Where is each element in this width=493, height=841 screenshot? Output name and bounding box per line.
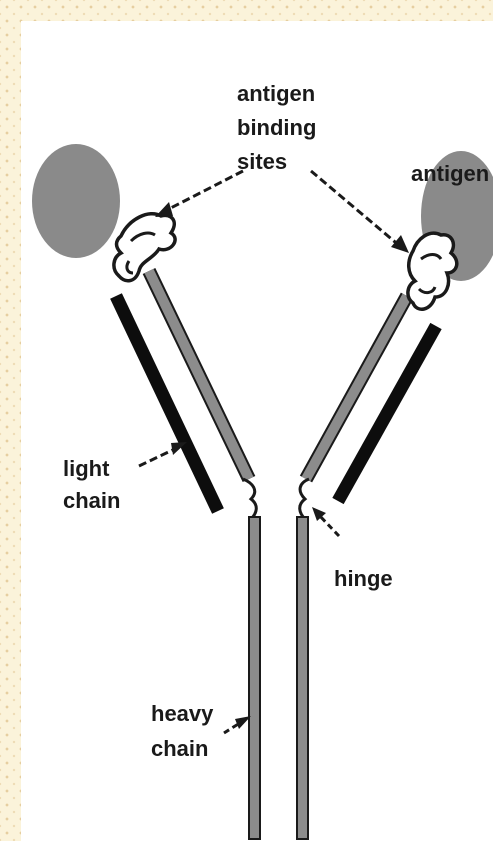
arrow-binding-left [161,171,243,213]
heavy-chain-stem-right [297,517,308,839]
label-binding-sites-line1: antigen [237,81,315,106]
label-light-chain-line1: light [63,456,110,481]
diagram-panel: antigen binding sites antigen light chai… [21,21,493,841]
label-heavy-chain-line1: heavy [151,701,214,726]
heavy-chain-right-arm-fill [306,296,407,479]
label-light-chain-line2: chain [63,488,120,513]
light-chain-left [116,296,218,511]
hinge-right [300,479,309,519]
binding-site-left [114,214,175,281]
arrowhead-binding-right [391,235,409,253]
heavy-chain-left-arm-fill [149,271,249,479]
label-binding-sites-line2: binding [237,115,316,140]
label-hinge: hinge [334,566,393,591]
binding-site-right [408,233,457,309]
antibody-diagram: antigen binding sites antigen light chai… [21,21,493,841]
arrowhead-binding-left [155,202,173,217]
label-heavy-chain-line2: chain [151,736,208,761]
label-antigen: antigen [411,161,489,186]
label-binding-sites-line3: sites [237,149,287,174]
light-chain-right [338,326,436,501]
arrow-binding-right [311,171,401,247]
heavy-chain-stem-left [249,517,260,839]
antigen-left [32,144,120,258]
hinge-left [243,479,256,519]
